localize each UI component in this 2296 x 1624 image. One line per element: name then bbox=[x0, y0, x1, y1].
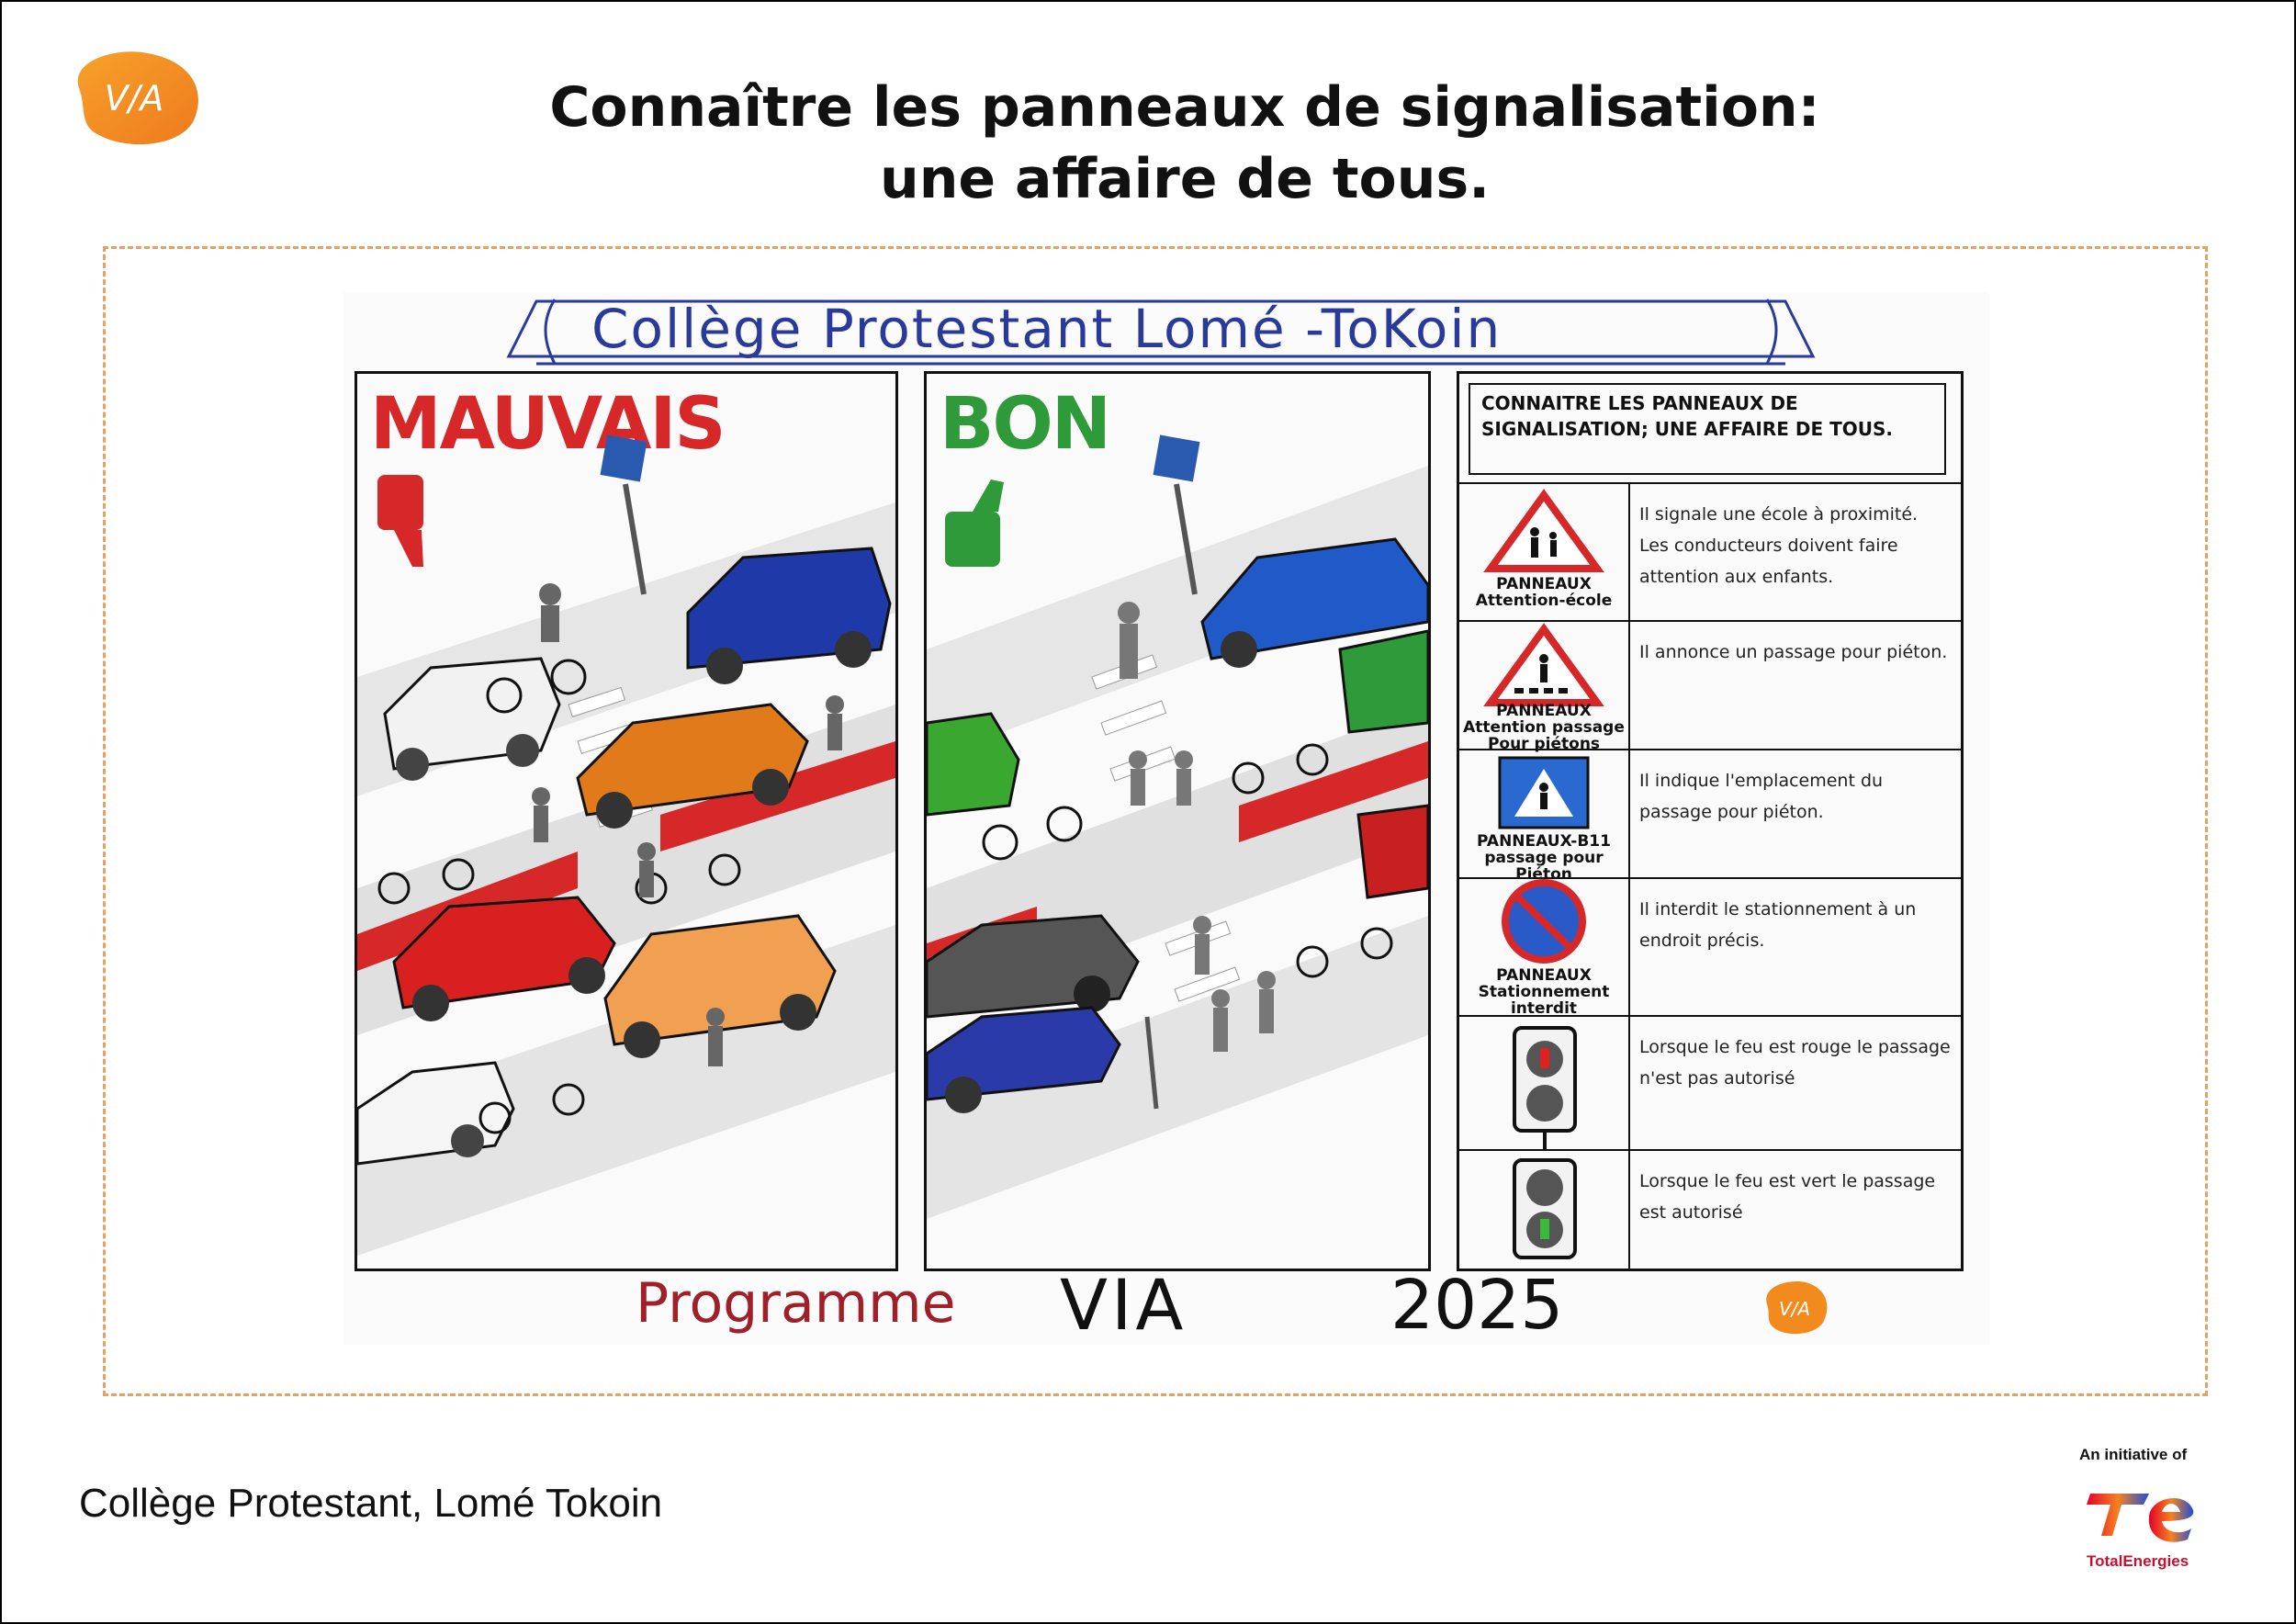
car-green bbox=[1338, 629, 1428, 734]
sign-description: Il indique l'emplacement du passage pour… bbox=[1639, 771, 1884, 822]
sign-description: Lorsque le feu est rouge le passage n'es… bbox=[1639, 1037, 1951, 1088]
table-row: Lorsque le feu est vert le passage est a… bbox=[1459, 1149, 1961, 1269]
via-logo: V/A bbox=[61, 42, 208, 152]
table-row: PANNEAUX Attention passage Pour piétons … bbox=[1459, 620, 1961, 753]
car-blue-2 bbox=[1200, 537, 1428, 668]
table-title: CONNAITRE LES PANNEAUX DE SIGNALISATION;… bbox=[1469, 383, 1946, 475]
table-row: PANNEAUX-B11 passage pour Piéton Il indi… bbox=[1459, 749, 1961, 883]
sign-label: PANNEAUX Attention passage Pour piétons bbox=[1463, 702, 1625, 753]
pedestrian-crossing-warning-sign-icon bbox=[1483, 623, 1604, 706]
bad-label: MAUVAIS bbox=[370, 383, 726, 466]
car-peach bbox=[603, 914, 837, 1058]
footer-programme: Programme bbox=[636, 1271, 956, 1336]
banner-text: Collège Protestant Lomé -ToKoin bbox=[591, 298, 1503, 360]
good-label: BON bbox=[940, 383, 1111, 466]
car-white bbox=[383, 657, 561, 781]
sign-cell bbox=[1459, 1151, 1630, 1269]
footer-year: 2025 bbox=[1390, 1266, 1564, 1345]
sign-cell bbox=[1459, 1017, 1630, 1151]
car-red-2 bbox=[1356, 804, 1428, 899]
panel-bad: MAUVAIS bbox=[355, 371, 898, 1271]
panel-signs-table: CONNAITRE LES PANNEAUX DE SIGNALISATION;… bbox=[1457, 371, 1964, 1271]
footer-via: VIA bbox=[1060, 1264, 1187, 1346]
banner-ribbon bbox=[506, 299, 1816, 366]
pedestrian-crossing-b11-sign-icon bbox=[1498, 756, 1590, 829]
sign-label: PANNEAUX Stationnement interdit bbox=[1478, 966, 1610, 1018]
totalenergies-wordmark: TotalEnergies bbox=[2087, 1552, 2189, 1570]
bad-scene bbox=[357, 434, 895, 1256]
sign-description: Il interdit le stationnement à un endroi… bbox=[1639, 899, 1917, 951]
green-pedestrian-light-icon bbox=[1513, 1158, 1577, 1259]
sign-description: Il annonce un passage pour piéton. bbox=[1639, 642, 1948, 662]
thumbs-down-icon bbox=[377, 475, 423, 567]
sign-cell: PANNEAUX Attention-école bbox=[1459, 484, 1630, 622]
artwork-frame bbox=[103, 246, 2208, 1396]
car-navy bbox=[927, 1006, 1121, 1113]
panel-good: BON bbox=[924, 371, 1431, 1271]
sign-label: PANNEAUX Attention-école bbox=[1475, 575, 1613, 610]
sign-cell: PANNEAUX-B11 passage pour Piéton bbox=[1459, 750, 1630, 883]
sign-description: Lorsque le feu est vert le passage est a… bbox=[1639, 1171, 1936, 1223]
table-row: PANNEAUX Stationnement interdit Il inter… bbox=[1459, 877, 1961, 1017]
good-scene bbox=[927, 434, 1428, 1219]
car-blue bbox=[686, 547, 892, 684]
car-black bbox=[927, 914, 1140, 1019]
via-logo-small: V/A bbox=[1758, 1277, 1831, 1337]
svg-text:V/A: V/A bbox=[1779, 1298, 1810, 1320]
car-red bbox=[392, 896, 616, 1021]
svg-text:V/A: V/A bbox=[105, 78, 164, 118]
table-row: Lorsque le feu est rouge le passage n'es… bbox=[1459, 1015, 1961, 1151]
poster-artwork: Collège Protestant Lomé -ToKoin MAUVAIS bbox=[343, 292, 1989, 1346]
sign-description: Il signale une école à proximité. Les co… bbox=[1639, 504, 1919, 587]
tuktuk bbox=[927, 712, 1020, 817]
car-grey bbox=[357, 1061, 515, 1166]
school-warning-sign-icon bbox=[1483, 489, 1604, 572]
car-orange bbox=[576, 703, 809, 829]
title-line-2: une affaire de tous. bbox=[880, 147, 1490, 211]
sign-label: PANNEAUX-B11 passage pour Piéton bbox=[1477, 832, 1611, 884]
thumbs-up-icon bbox=[945, 479, 1004, 567]
totalenergies-logo bbox=[2085, 1481, 2204, 1563]
artwork-caption: Collège Protestant, Lomé Tokoin bbox=[79, 1481, 663, 1526]
sign-cell: PANNEAUX Attention passage Pour piétons bbox=[1459, 622, 1630, 753]
title-line-1: Connaître les panneaux de signalisation: bbox=[549, 75, 1820, 140]
sign-cell: PANNEAUX Stationnement interdit bbox=[1459, 879, 1630, 1017]
no-parking-sign-icon bbox=[1502, 879, 1586, 964]
page-title: Connaître les panneaux de signalisation:… bbox=[0, 72, 2296, 215]
table-row: PANNEAUX Attention-école Il signale une … bbox=[1459, 482, 1961, 622]
initiative-label: An initiative of bbox=[2079, 1446, 2188, 1463]
red-pedestrian-light-icon bbox=[1513, 1026, 1577, 1149]
